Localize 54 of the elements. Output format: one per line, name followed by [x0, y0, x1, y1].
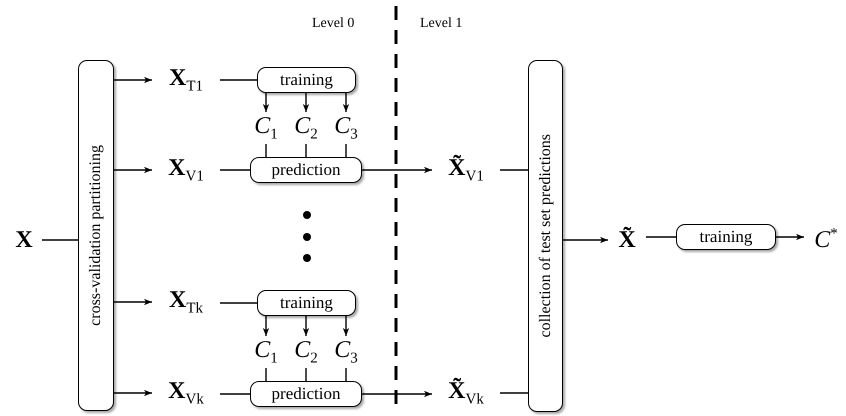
- math-label: C$_{1}$: [249, 336, 283, 368]
- math-label: X$_{V1}$: [156, 154, 216, 186]
- arrow: [114, 298, 152, 306]
- connector-line: [646, 236, 676, 238]
- math-label: X$_{Vk}$: [156, 377, 216, 409]
- arrow: [114, 390, 152, 396]
- level-label: Level 1: [420, 16, 462, 32]
- process-box: prediction: [250, 381, 362, 407]
- connector-line: [305, 144, 307, 157]
- math-label: X$_{Tk}$: [156, 286, 216, 318]
- connector-line: [345, 144, 347, 157]
- math-label: C$^{*}$: [808, 224, 844, 256]
- arrow: [114, 166, 152, 174]
- math-label: X: [10, 226, 38, 254]
- arrow: [342, 316, 350, 336]
- math-label: X̃$_{V1}$: [436, 154, 496, 186]
- arrow: [302, 316, 310, 336]
- arrow: [262, 93, 270, 112]
- arrow: [342, 93, 350, 112]
- connector-line: [345, 368, 347, 381]
- math-label: X̃$_{Vk}$: [436, 377, 496, 409]
- math-label: C$_{2}$: [289, 336, 323, 368]
- connector-line: [220, 79, 257, 81]
- process-box: prediction: [250, 157, 362, 183]
- arrow: [362, 390, 432, 398]
- connector-line: [500, 392, 528, 394]
- arrow: [262, 316, 270, 336]
- arrow: [302, 93, 310, 112]
- process-box: [528, 60, 563, 412]
- connector-line: [305, 368, 307, 381]
- math-label: X$_{T1}$: [156, 64, 216, 96]
- math-label: C$_{2}$: [289, 112, 323, 144]
- level-label: Level 0: [312, 16, 354, 32]
- box-label: cross-validation partitioning: [87, 145, 105, 326]
- arrow: [114, 76, 152, 84]
- connector-line: [500, 169, 528, 171]
- arrow: [563, 236, 608, 244]
- math-label: C$_{3}$: [329, 336, 363, 368]
- arrow: [362, 166, 432, 174]
- math-label: X̃: [612, 224, 642, 256]
- process-box: training: [676, 224, 776, 250]
- connector-line: [265, 368, 267, 381]
- process-box: [78, 60, 114, 411]
- connector-line: [42, 239, 78, 241]
- process-box: training: [257, 290, 356, 316]
- connector-line: [220, 169, 250, 171]
- arrow: [776, 234, 804, 240]
- connector-line: [220, 393, 250, 395]
- connector-line: [220, 302, 257, 304]
- math-label: C$_{3}$: [329, 112, 363, 144]
- process-box: training: [257, 67, 356, 93]
- connector-line: [265, 144, 267, 157]
- box-label: collection of test set predictions: [536, 134, 554, 338]
- math-label: C$_{1}$: [249, 112, 283, 144]
